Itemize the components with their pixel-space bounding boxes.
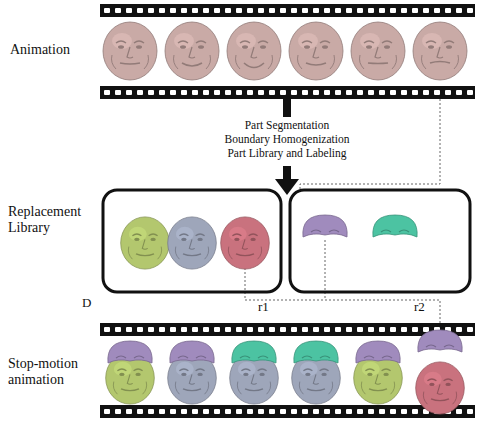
stop-motion-frame — [416, 362, 465, 414]
process-step: Part Segmentation — [187, 119, 387, 132]
library-box — [103, 190, 470, 292]
row-label: Stop-motion animation — [8, 356, 98, 388]
animation-frame — [351, 22, 405, 80]
row-label: Animation — [10, 42, 95, 58]
animation-frame — [289, 22, 343, 80]
stop-motion-cap — [294, 341, 338, 363]
row-label: Replacement Library — [8, 204, 98, 236]
library-label: r1 — [258, 300, 282, 315]
library-face — [221, 217, 270, 269]
animation-frame — [165, 22, 219, 80]
animation-frame — [227, 22, 281, 80]
library-label: r2 — [414, 300, 438, 315]
animation-frame — [103, 22, 157, 80]
stop-motion-cap — [108, 341, 152, 363]
process-step: Boundary Homogenization — [187, 133, 387, 146]
stop-motion-cap — [356, 341, 400, 363]
library-cap — [303, 215, 347, 237]
library-face — [168, 217, 217, 269]
library-face — [121, 217, 170, 269]
library-cap — [373, 215, 417, 237]
stop-motion-cap — [170, 341, 214, 363]
animation-frame — [413, 22, 467, 80]
film-strip — [100, 323, 475, 418]
stop-motion-cap — [232, 341, 276, 363]
film-strip — [100, 4, 475, 99]
library-label: D — [82, 296, 98, 311]
stop-motion-cap — [418, 330, 462, 352]
process-step: Part Library and Labeling — [187, 147, 387, 160]
